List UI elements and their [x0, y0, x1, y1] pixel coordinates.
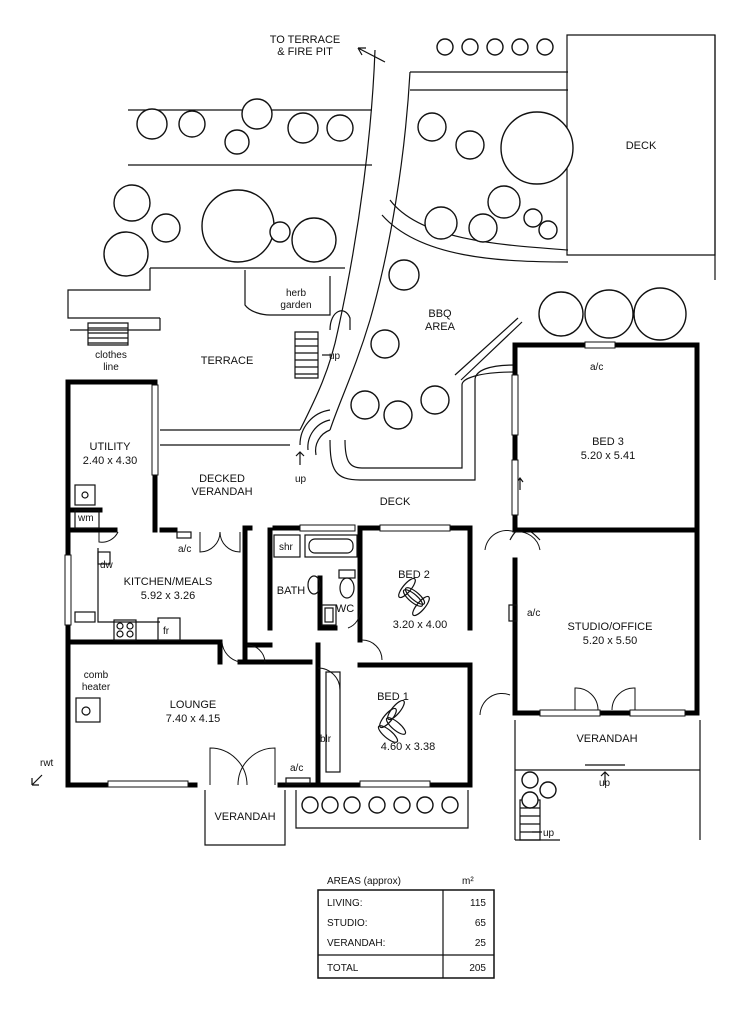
verandah-lounge-label: VERANDAH — [214, 811, 275, 823]
fridge-icon — [157, 617, 181, 641]
toilet-icon — [339, 577, 355, 599]
terrace-link-label: TO TERRACE — [270, 34, 341, 46]
utility-sink-icon — [74, 484, 96, 506]
area-row-value: 65 — [475, 918, 487, 929]
up-label-side: up — [543, 828, 555, 839]
clothes-label: clothes — [95, 350, 127, 361]
kitchen-size: 5.92 x 3.26 — [141, 590, 195, 602]
decked-label: DECKED — [199, 473, 245, 485]
lounge-name: LOUNGE — [170, 699, 216, 711]
verandah-studio-label: VERANDAH — [576, 733, 637, 745]
labels: TO TERRACE & FIRE PIT DECK herb garden B… — [40, 34, 657, 839]
shower-icon — [273, 534, 301, 558]
deck-top-label: DECK — [626, 140, 657, 152]
studio-name: STUDIO/OFFICE — [568, 621, 653, 633]
decked-verandah-label: VERANDAH — [191, 486, 252, 498]
garden-boundaries — [67, 34, 716, 846]
ac-unit-icon — [176, 531, 192, 539]
fr-label: fr — [163, 626, 170, 637]
area-row-label: LIVING: — [327, 898, 363, 909]
up-label-verandah: up — [599, 778, 611, 789]
wm-label: wm — [77, 513, 94, 524]
ac-unit-icon — [508, 604, 518, 622]
up-label-deck: up — [295, 474, 307, 485]
areas-table: AREAS (approx) m² LIVING: 115 STUDIO: 65… — [317, 876, 495, 979]
area-row-value: 115 — [470, 898, 486, 909]
clothes-line-icon — [87, 322, 129, 346]
area-row-label: STUDIO: — [327, 918, 368, 929]
bbq-label: BBQ — [428, 308, 452, 320]
area-total-label: TOTAL — [327, 963, 359, 974]
fixtures — [74, 484, 518, 785]
studio-size: 5.20 x 5.50 — [583, 635, 637, 647]
bed3-size: 5.20 x 5.41 — [581, 450, 635, 462]
bed2-name: BED 2 — [398, 569, 430, 581]
dishwasher-icon — [97, 551, 111, 565]
ceiling-fan-icon — [398, 577, 430, 617]
utility-size: 2.40 x 4.30 — [83, 455, 137, 467]
bed1-size: 4.60 x 3.38 — [381, 741, 435, 753]
herb-label: herb — [286, 288, 306, 299]
areas-title: AREAS (approx) — [327, 876, 401, 887]
trees — [103, 38, 687, 814]
cooktop-icon — [113, 619, 137, 641]
comb-label: comb — [84, 670, 109, 681]
garden-label: garden — [280, 300, 311, 311]
shr-label: shr — [279, 542, 294, 553]
bed1-name: BED 1 — [377, 691, 409, 703]
bed3-name: BED 3 — [592, 436, 624, 448]
ac-label-studio: a/c — [527, 608, 540, 619]
windows — [64, 341, 686, 788]
wc-label: WC — [336, 603, 354, 615]
ac-label-lounge: a/c — [290, 763, 303, 774]
bed2-size: 3.20 x 4.00 — [393, 619, 447, 631]
heater-label: heater — [82, 682, 111, 693]
boiler-cupboard — [325, 671, 341, 773]
bbq-area-label: AREA — [425, 321, 456, 333]
area-row-label: VERANDAH: — [327, 938, 385, 949]
fire-pit-label: & FIRE PIT — [277, 46, 333, 58]
steps-icon — [294, 331, 625, 841]
up-label-terrace: up — [329, 351, 341, 362]
areas-unit: m² — [462, 876, 474, 887]
clothes-line-label: line — [103, 362, 119, 373]
deck-mid-label: DECK — [380, 496, 411, 508]
lounge-size: 7.40 x 4.15 — [166, 713, 220, 725]
washing-machine-icon — [74, 509, 100, 529]
area-total-value: 205 — [469, 963, 486, 974]
dw-label: dw — [100, 560, 114, 571]
utility-name: UTILITY — [90, 441, 132, 453]
area-row-value: 25 — [475, 938, 487, 949]
bathtub-icon — [304, 534, 358, 558]
ac-label-bed3: a/c — [590, 362, 603, 373]
rwt-label: rwt — [40, 758, 54, 769]
ceiling-fan-icon — [377, 699, 407, 743]
kitchen-name: KITCHEN/MEALS — [124, 576, 213, 588]
bath-label: BATH — [277, 585, 306, 597]
basin-icon — [307, 575, 321, 595]
heater-icon — [75, 697, 101, 723]
blr-label: blr — [320, 734, 332, 745]
ac-label-kitchen: a/c — [178, 544, 191, 555]
ac-unit-icon — [285, 777, 311, 785]
terrace-label: TERRACE — [201, 355, 254, 367]
doors — [98, 529, 636, 786]
